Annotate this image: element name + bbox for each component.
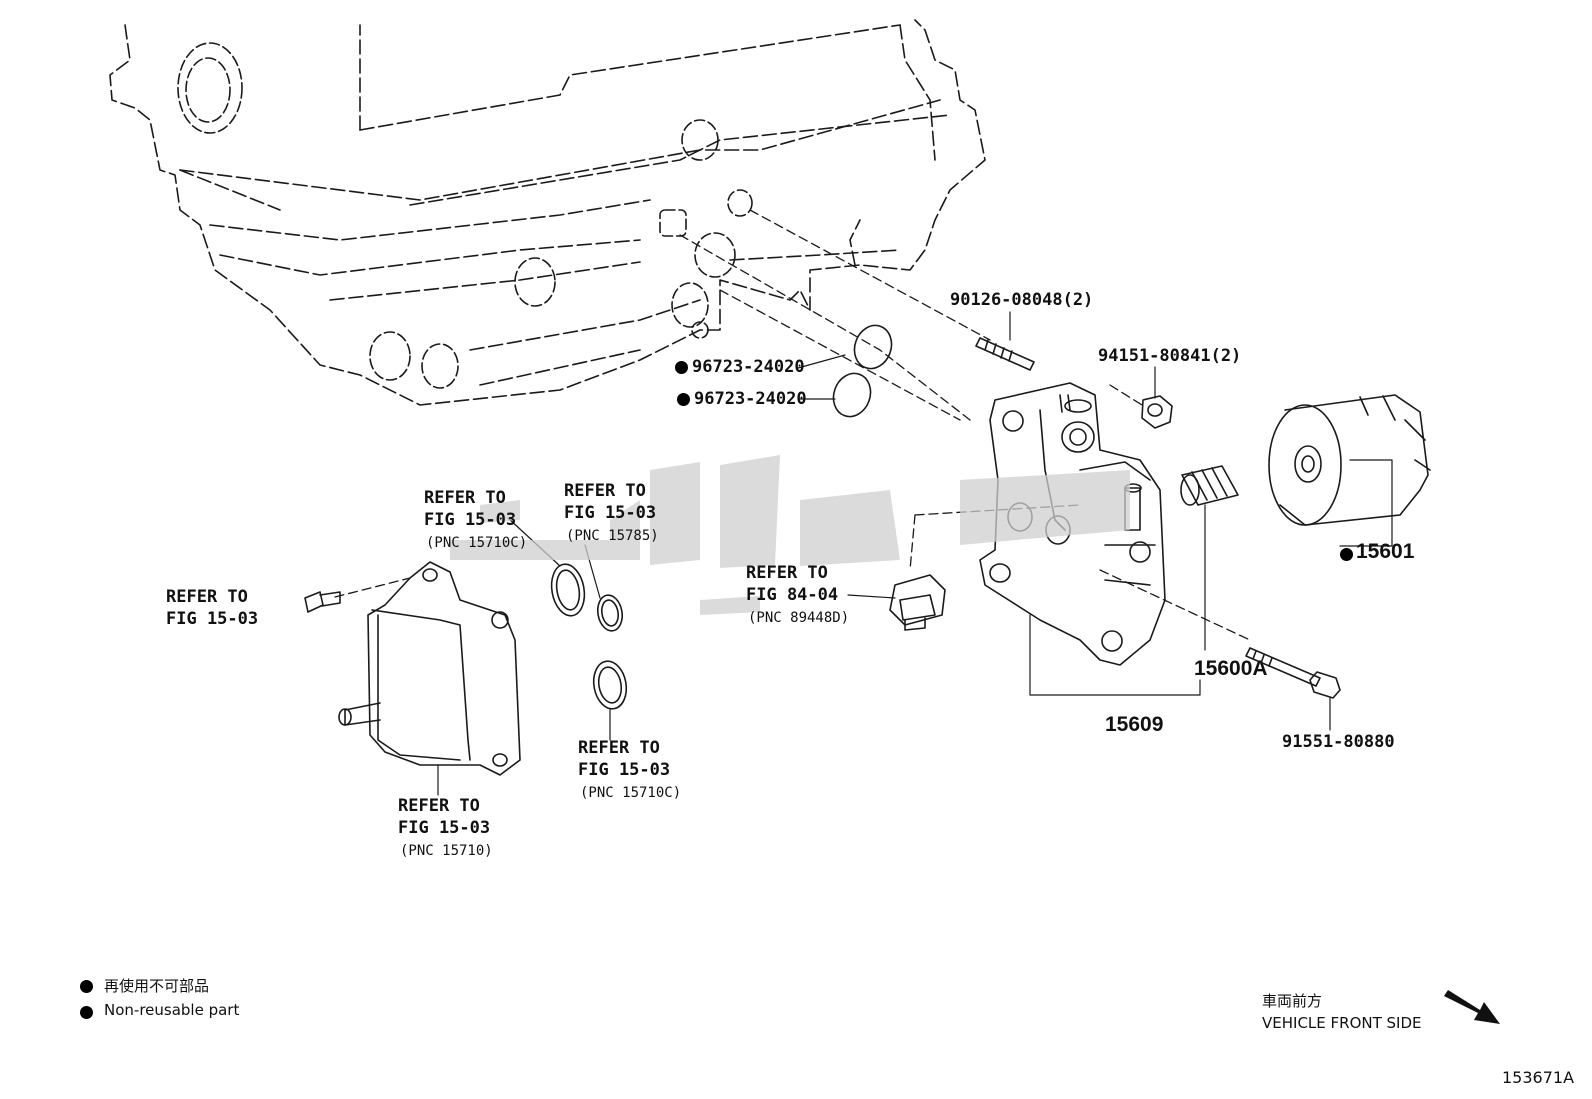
- callout-housing-assembly[interactable]: 15609: [1105, 713, 1164, 736]
- watermark: [450, 455, 1130, 615]
- refer-sensor-line2[interactable]: FIG 84-04: [746, 585, 839, 605]
- refer-cooler-pnc: (PNC 15710): [400, 843, 493, 859]
- non-reusable-marker: [675, 361, 688, 374]
- oil-filter: [1268, 394, 1431, 526]
- engine-block-outline: [109, 19, 986, 406]
- stud-bolt: [975, 337, 1035, 371]
- callout-nut[interactable]: 94151-80841(2): [1098, 346, 1242, 366]
- callout-flange-bolt[interactable]: 91551-80880: [1282, 732, 1395, 752]
- threaded-union: [1180, 465, 1239, 506]
- legend-marker: [80, 1006, 93, 1019]
- refer-seal-mid-line2[interactable]: FIG 15-03: [564, 503, 657, 523]
- oring-upper: [853, 324, 893, 370]
- direction-en: VEHICLE FRONT SIDE: [1262, 1014, 1422, 1032]
- legend-marker: [80, 980, 93, 993]
- refer-seal-low-line2[interactable]: FIG 15-03: [578, 760, 671, 780]
- refer-bolt-line2[interactable]: FIG 15-03: [166, 609, 259, 629]
- seal-left: [550, 563, 586, 617]
- callout-oring-lower[interactable]: 96723-24020: [694, 389, 807, 409]
- seal-mid: [596, 594, 624, 632]
- callout-oring-upper[interactable]: 96723-24020: [692, 357, 805, 377]
- refer-sensor-line1[interactable]: REFER TO: [746, 563, 828, 583]
- refer-seal-low-pnc: (PNC 15710C): [580, 785, 682, 801]
- nut: [1141, 395, 1173, 429]
- refer-seal-mid-line1[interactable]: REFER TO: [564, 481, 646, 501]
- cooler-bolt: [304, 591, 341, 613]
- legend-jp: 再使用不可部品: [104, 977, 210, 995]
- refer-bolt-line1[interactable]: REFER TO: [166, 587, 248, 607]
- refer-seal-left-pnc: (PNC 15710C): [426, 535, 528, 551]
- non-reusable-marker: [1340, 548, 1353, 561]
- direction-jp: 車両前方: [1262, 992, 1323, 1010]
- oring-lower: [832, 372, 872, 418]
- callout-threaded-union[interactable]: 15600A: [1194, 657, 1268, 680]
- refer-cooler-line2[interactable]: FIG 15-03: [398, 818, 491, 838]
- front-direction-arrow: [1444, 990, 1500, 1024]
- refer-cooler-line1[interactable]: REFER TO: [398, 796, 480, 816]
- engine-bosses: [177, 42, 753, 389]
- oil-cooler: [338, 561, 521, 776]
- refer-seal-left-line1[interactable]: REFER TO: [424, 488, 506, 508]
- refer-sensor-pnc: (PNC 89448D): [748, 610, 850, 626]
- callout-stud-bolt[interactable]: 90126-08048(2): [950, 290, 1094, 310]
- refer-seal-mid-pnc: (PNC 15785): [566, 528, 659, 544]
- figure-id: 153671A: [1502, 1068, 1575, 1087]
- seal-low: [592, 660, 628, 710]
- refer-seal-low-line1[interactable]: REFER TO: [578, 738, 660, 758]
- refer-seal-left-line2[interactable]: FIG 15-03: [424, 510, 517, 530]
- flange-bolt: [1245, 647, 1341, 699]
- legend-en: Non-reusable part: [104, 1001, 240, 1019]
- non-reusable-marker: [677, 393, 690, 406]
- oil-pressure-sensor: [889, 574, 946, 631]
- callout-oil-filter[interactable]: 15601: [1356, 540, 1415, 563]
